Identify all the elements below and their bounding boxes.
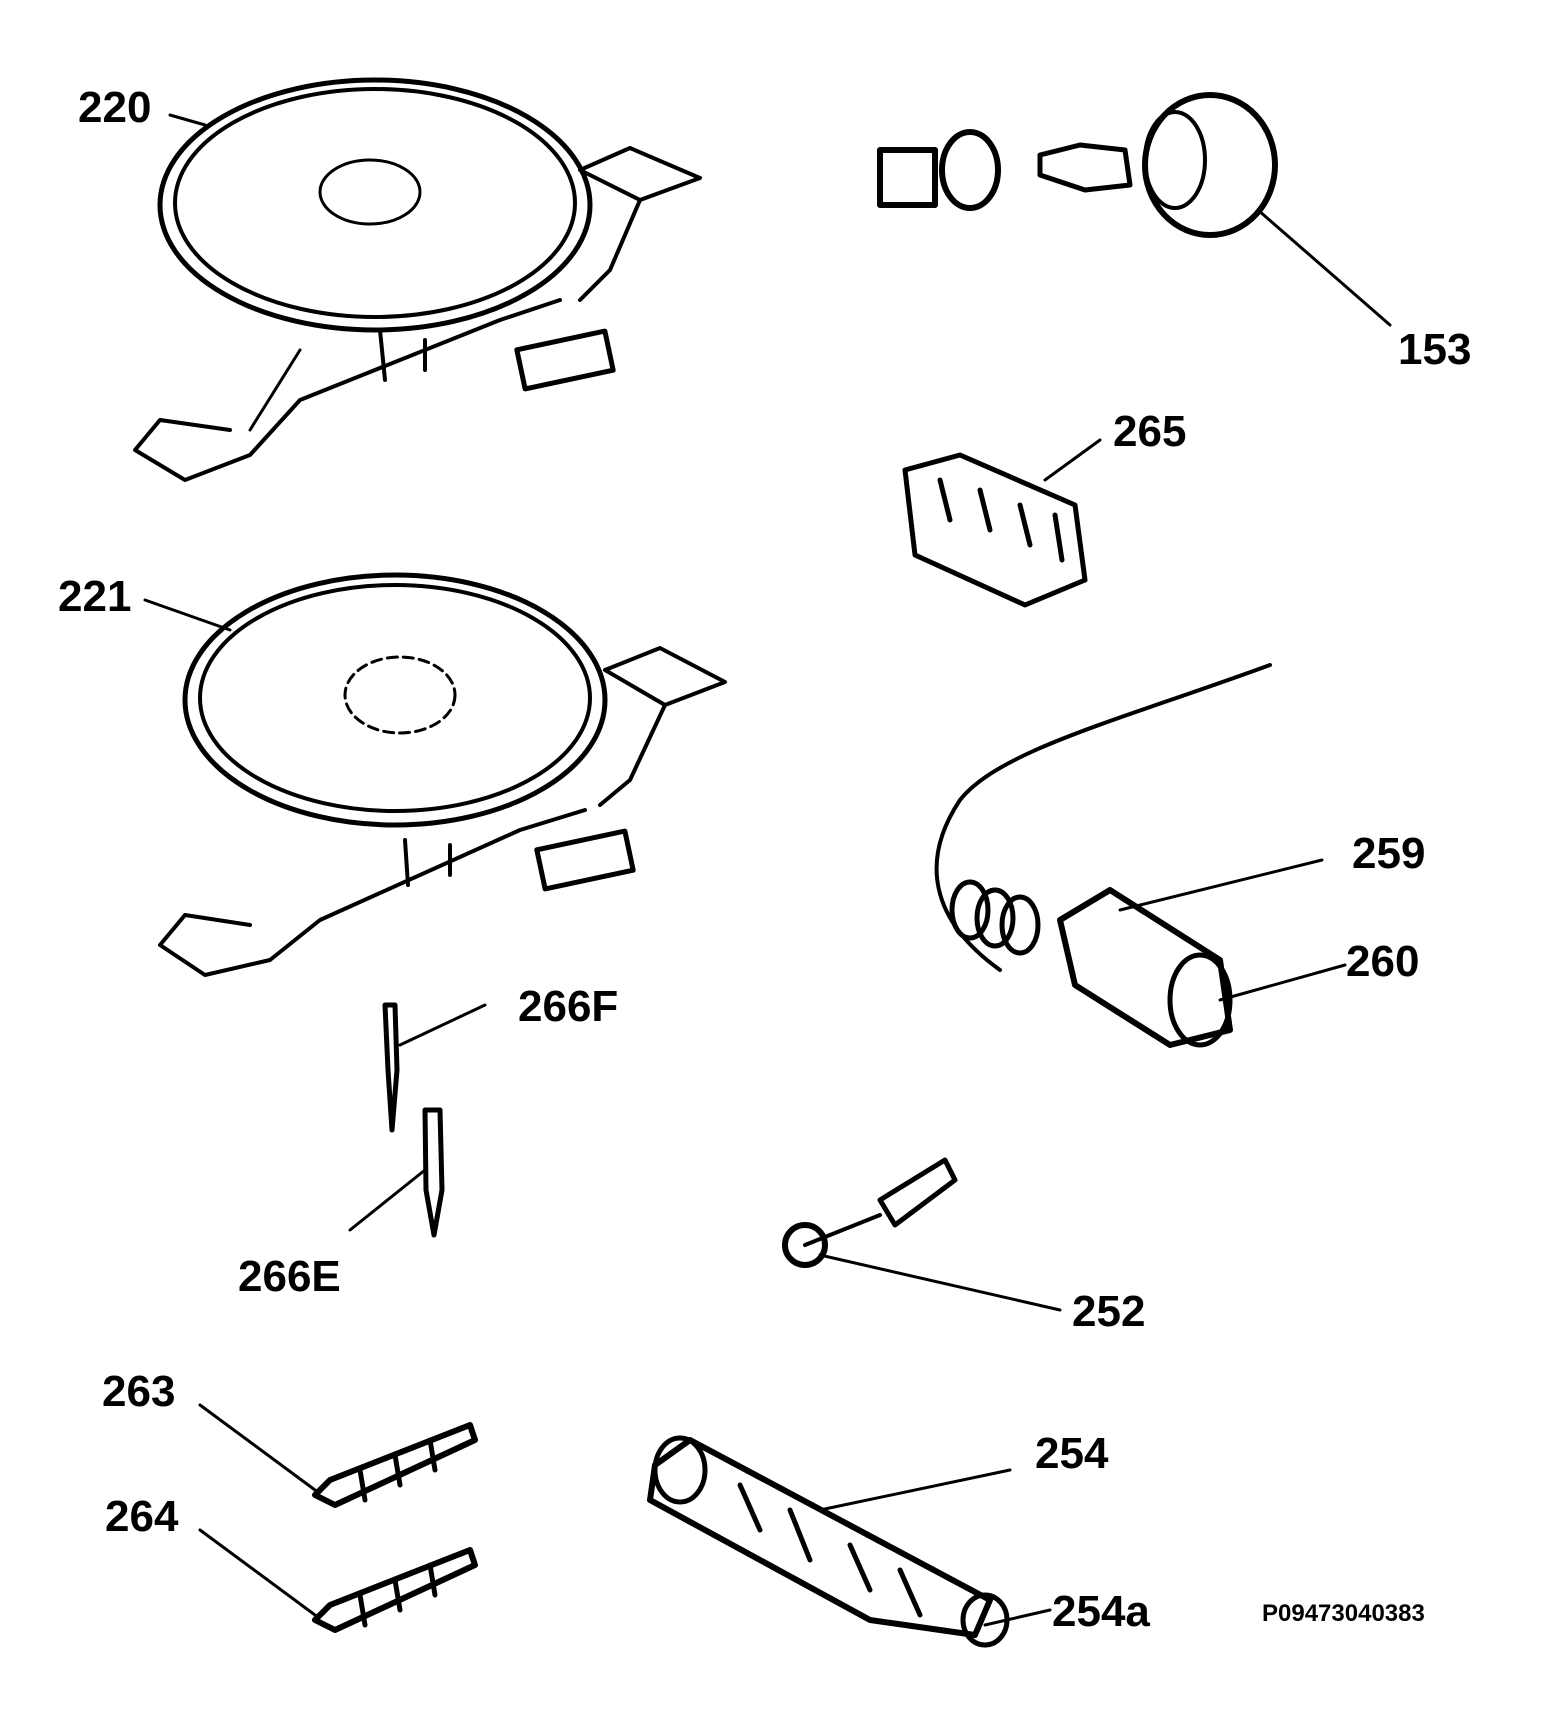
part-label-263: 263 <box>102 1367 176 1416</box>
document-code: P09473040383 <box>1262 1600 1425 1627</box>
terminal-block-265-drawing <box>902 438 1102 608</box>
leader-220 <box>168 113 207 127</box>
hotplate-220-drawing <box>133 77 702 482</box>
cable-259-260-drawing <box>934 663 1347 1048</box>
pins-266-drawing <box>348 1002 487 1238</box>
part-label-260: 260 <box>1346 937 1420 986</box>
bulb-252-drawing <box>782 1157 1062 1312</box>
part-label-153: 153 <box>1398 325 1472 374</box>
part-label-265: 265 <box>1113 407 1187 456</box>
part-label-254: 254 <box>1035 1429 1109 1478</box>
lamp-holder-254-drawing <box>647 1435 1052 1648</box>
part-label-264: 264 <box>105 1492 179 1541</box>
part-label-266E: 266E <box>238 1252 341 1301</box>
part-label-220: 220 <box>78 83 152 132</box>
part-label-221: 221 <box>58 572 132 621</box>
part-label-266F: 266F <box>518 982 619 1031</box>
connectors-263-264-drawing <box>198 1403 478 1633</box>
leader-221 <box>143 598 232 632</box>
part-label-254a: 254a <box>1052 1587 1150 1636</box>
part-label-252: 252 <box>1072 1287 1146 1336</box>
knob-153-drawing <box>877 92 1392 327</box>
part-label-259: 259 <box>1352 829 1426 878</box>
hotplate-221-drawing <box>158 572 727 977</box>
